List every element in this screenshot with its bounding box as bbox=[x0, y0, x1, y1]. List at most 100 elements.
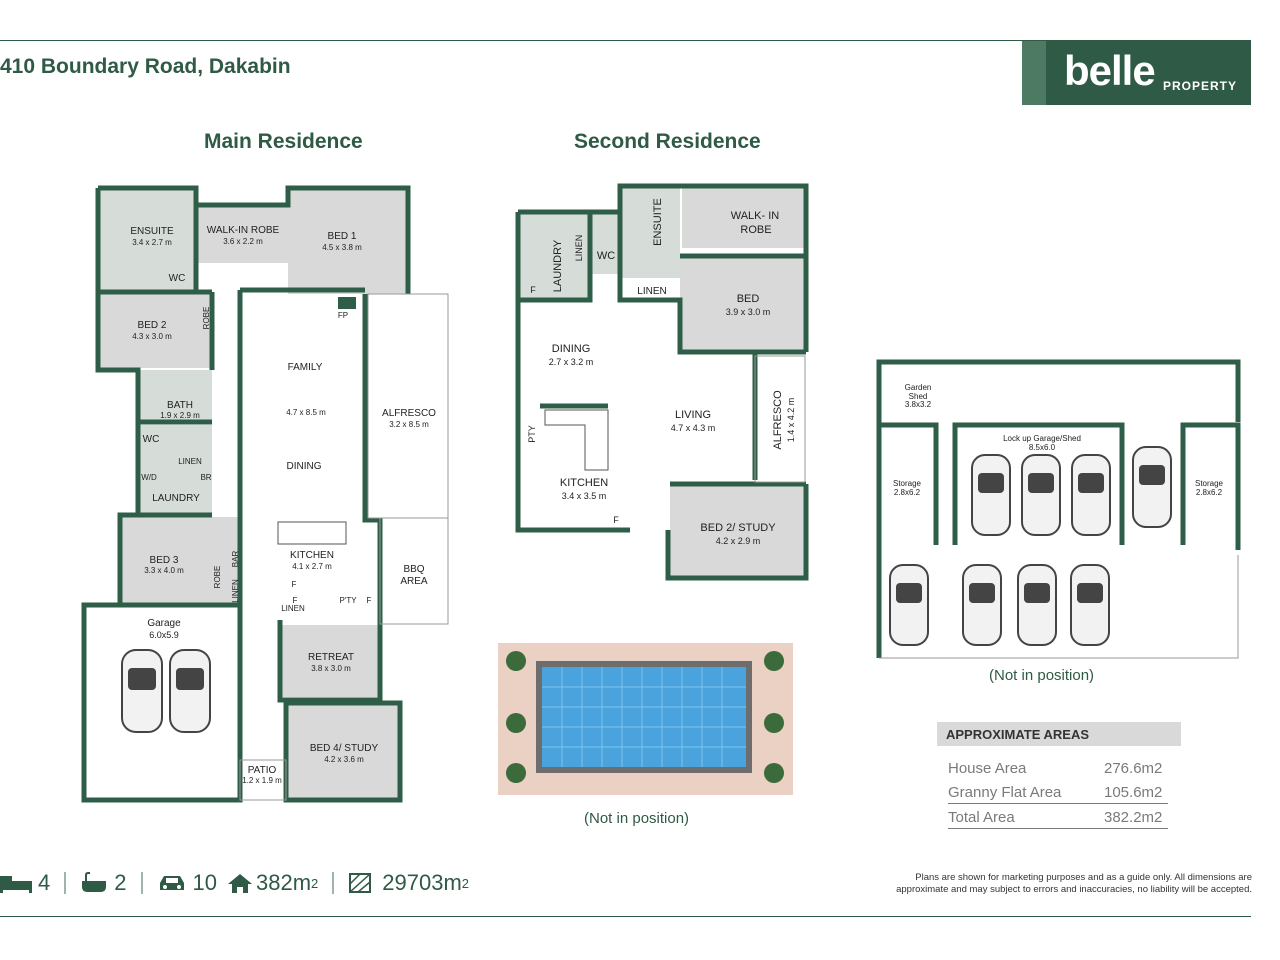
land-area-value: 29703m bbox=[382, 870, 462, 895]
sr-alfresco-outline bbox=[754, 355, 806, 483]
sr-living-label: LIVING bbox=[675, 409, 711, 421]
property-address: 410 Boundary Road, Dakabin bbox=[0, 55, 291, 78]
bed2-robe-label: ROBE bbox=[202, 307, 211, 330]
palm-tree-5 bbox=[764, 713, 784, 733]
patio-outline bbox=[239, 759, 287, 801]
stat-divider bbox=[64, 872, 67, 894]
sr-laundry-label: LAUNDRY bbox=[552, 239, 564, 292]
area-row-granny-flat: Granny Flat Area 105.6m2 bbox=[948, 784, 1168, 804]
shed-car-5 bbox=[889, 564, 929, 646]
kitchen-island bbox=[277, 521, 347, 545]
car-icon bbox=[159, 876, 184, 890]
pool-water bbox=[542, 667, 746, 767]
ensuite-floor bbox=[100, 190, 196, 290]
sr-linen-label: LINEN bbox=[574, 235, 584, 262]
sr-kitchen-label: KITCHEN bbox=[560, 477, 608, 489]
retreat-size: 3.8 x 3.0 m bbox=[311, 664, 351, 673]
sr-linen2-label: LINEN bbox=[637, 286, 666, 297]
garden-shed-line2: Shed bbox=[909, 392, 928, 401]
top-rule bbox=[0, 40, 1251, 41]
patio-label: PATIO bbox=[248, 765, 277, 776]
broom-label: BR bbox=[200, 473, 211, 482]
bedroom-count: 4 bbox=[38, 870, 51, 895]
main-alfresco-size: 3.2 x 8.5 m bbox=[389, 420, 429, 429]
garage-car-2 bbox=[169, 649, 211, 733]
retreat-floor bbox=[282, 625, 380, 697]
stat-divider bbox=[332, 872, 335, 894]
storage-left-label: Storage bbox=[893, 479, 922, 488]
fireplace bbox=[338, 297, 356, 309]
fridge-2-label: F bbox=[293, 596, 298, 605]
lockup-garage-size: 8.5x6.0 bbox=[1029, 443, 1056, 452]
storage-right-size: 2.8x6.2 bbox=[1196, 488, 1223, 497]
palm-tree-3 bbox=[506, 763, 526, 783]
garage-label: Garage bbox=[147, 618, 181, 629]
sr-walkin-line2: ROBE bbox=[740, 224, 771, 236]
bottom-rule bbox=[0, 916, 1251, 917]
laundry-floor bbox=[138, 425, 212, 515]
garage-car-1 bbox=[121, 649, 163, 733]
bed4-size: 4.2 x 3.6 m bbox=[324, 755, 364, 764]
area-value: 105.6m2 bbox=[1104, 784, 1163, 801]
approximate-areas-title: APPROXIMATE AREAS bbox=[946, 727, 1090, 742]
logo-subtitle: PROPERTY bbox=[1163, 79, 1238, 93]
sr-kitchen-size: 3.4 x 3.5 m bbox=[562, 491, 607, 501]
marketing-disclaimer: Plans are shown for marketing purposes a… bbox=[850, 872, 1252, 896]
pool-tiles bbox=[542, 667, 746, 767]
bed1-size: 4.5 x 3.8 m bbox=[322, 243, 362, 252]
area-label: House Area bbox=[948, 760, 1027, 777]
shed-not-in-position-note: (Not in position) bbox=[989, 667, 1095, 684]
stat-bathrooms: 2 bbox=[80, 870, 127, 896]
palm-tree-4 bbox=[764, 651, 784, 671]
sr-alfresco-size: 1.4 x 4.2 m bbox=[786, 398, 796, 443]
bed2-size: 4.3 x 3.0 m bbox=[132, 332, 172, 341]
sr-wc-label: WC bbox=[597, 250, 615, 262]
shed-walls bbox=[876, 359, 1241, 658]
main-alfresco-label: ALFRESCO bbox=[382, 408, 436, 419]
stat-car-spaces: 10 bbox=[157, 870, 217, 896]
palm-tree-2 bbox=[506, 713, 526, 733]
bath-floor bbox=[138, 370, 212, 422]
kitchen-size: 4.1 x 2.7 m bbox=[292, 562, 332, 571]
house-area-value: 382m bbox=[255, 870, 312, 895]
bath-icon bbox=[82, 872, 107, 892]
shed-car-6 bbox=[962, 564, 1002, 646]
logo-brand: belle bbox=[1064, 47, 1156, 94]
disclaimer-line-1: Plans are shown for marketing purposes a… bbox=[915, 872, 1252, 883]
ensuite-size: 3.4 x 2.7 m bbox=[132, 238, 172, 247]
pool-not-in-position-note: (Not in position) bbox=[584, 810, 690, 827]
shed-car-1 bbox=[971, 454, 1011, 536]
fridge-1-label: F bbox=[292, 580, 297, 589]
bed1-label: BED 1 bbox=[328, 231, 357, 242]
kitchen-linen-label: LINEN bbox=[281, 604, 305, 613]
area-value: 382.2m2 bbox=[1104, 809, 1163, 826]
retreat-label: RETREAT bbox=[308, 652, 354, 663]
approximate-areas-heading: APPROXIMATE AREAS bbox=[937, 722, 1181, 746]
main-residence-title: Main Residence bbox=[204, 130, 363, 153]
palm-tree-6 bbox=[764, 763, 784, 783]
dining-label: DINING bbox=[287, 461, 322, 472]
wc2-label: WC bbox=[143, 434, 160, 445]
ensuite-label: ENSUITE bbox=[130, 226, 174, 237]
sr-walkin-line1: WALK- IN bbox=[731, 210, 780, 222]
pantry-label: P'TY bbox=[339, 596, 357, 605]
bed4-label: BED 4/ STUDY bbox=[310, 743, 379, 754]
house-icon bbox=[227, 874, 252, 893]
shed-car-4 bbox=[1132, 446, 1172, 528]
sr-fridge-1-label: F bbox=[530, 285, 536, 295]
area-value: 276.6m2 bbox=[1104, 760, 1163, 777]
patio-size: 1.2 x 1.9 m bbox=[242, 776, 282, 785]
area-label: Granny Flat Area bbox=[948, 784, 1062, 801]
walkin-size: 3.6 x 2.2 m bbox=[223, 237, 263, 246]
sr-ensuite-label: ENSUITE bbox=[652, 198, 664, 246]
bbq-area-outline bbox=[379, 517, 449, 625]
sr-bed-floor bbox=[680, 256, 806, 352]
fireplace-label: FP bbox=[338, 311, 348, 320]
bar-label: BAR bbox=[231, 551, 240, 568]
bbq-label-line1: BBQ bbox=[403, 564, 424, 575]
wc1-label: WC bbox=[169, 273, 186, 284]
